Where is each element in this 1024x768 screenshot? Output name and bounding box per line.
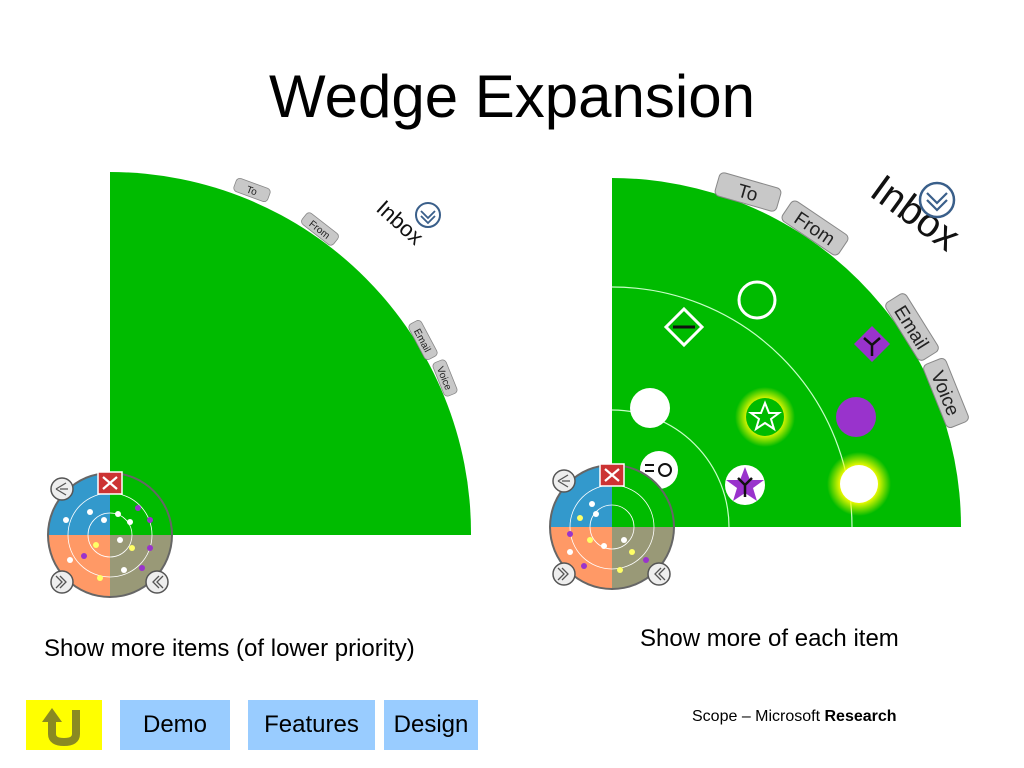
back-button[interactable] [26,700,102,750]
item-open-circle-icon[interactable] [737,280,777,320]
footer-research: Research [824,708,897,725]
features-button[interactable]: Features [248,700,375,750]
right-scope-corner-icon-bottom-left[interactable] [552,562,576,586]
design-button[interactable]: Design [384,700,478,750]
right-wedge-panel: To From Email Voice Inbox [549,167,969,590]
left-green-wedge [110,172,472,535]
item-purple-diamond-icon[interactable] [854,326,890,362]
svg-text:To: To [245,184,259,198]
right-scope-corner-icon-top[interactable] [552,469,576,493]
left-scope-corner-icon-bottom-right[interactable] [145,570,169,594]
right-scope-overview[interactable] [549,464,675,590]
footer-credit: Scope – Microsoft Research [692,707,897,727]
right-green-wedge [612,178,961,527]
left-inbox-collapse-icon[interactable] [415,202,441,228]
right-scope-corner-icon-bottom-right[interactable] [647,562,671,586]
item-glowing-star-icon[interactable] [735,387,795,447]
item-purple-dot-icon[interactable] [836,397,876,437]
right-inbox-label: Inbox [863,167,968,260]
left-scope-overview[interactable] [47,472,173,598]
left-wedge-panel: To From Email Voice Inbox [47,172,472,598]
item-glowing-dot-icon[interactable] [827,452,891,516]
u-turn-arrow-icon [42,708,80,747]
left-caption: Show more items (of lower priority) [44,635,415,662]
left-tab-to[interactable]: To [233,177,272,203]
left-scope-close-icon[interactable] [97,471,123,495]
item-white-dot-icon[interactable] [630,388,670,428]
left-scope-corner-icon-top[interactable] [50,477,74,501]
left-scope-corner-icon-bottom-left[interactable] [50,570,74,594]
footer-prefix: Scope – Microsoft [692,708,825,725]
right-tab-to[interactable]: To [714,172,782,213]
demo-button[interactable]: Demo [120,700,230,750]
item-diamond-icon[interactable] [663,306,705,348]
right-inbox-collapse-icon[interactable] [918,181,956,219]
right-caption: Show more of each item [640,625,899,652]
slide-title: Wedge Expansion [269,63,755,130]
right-scope-close-icon[interactable] [599,463,625,487]
item-purple-star-icon[interactable] [725,465,765,505]
